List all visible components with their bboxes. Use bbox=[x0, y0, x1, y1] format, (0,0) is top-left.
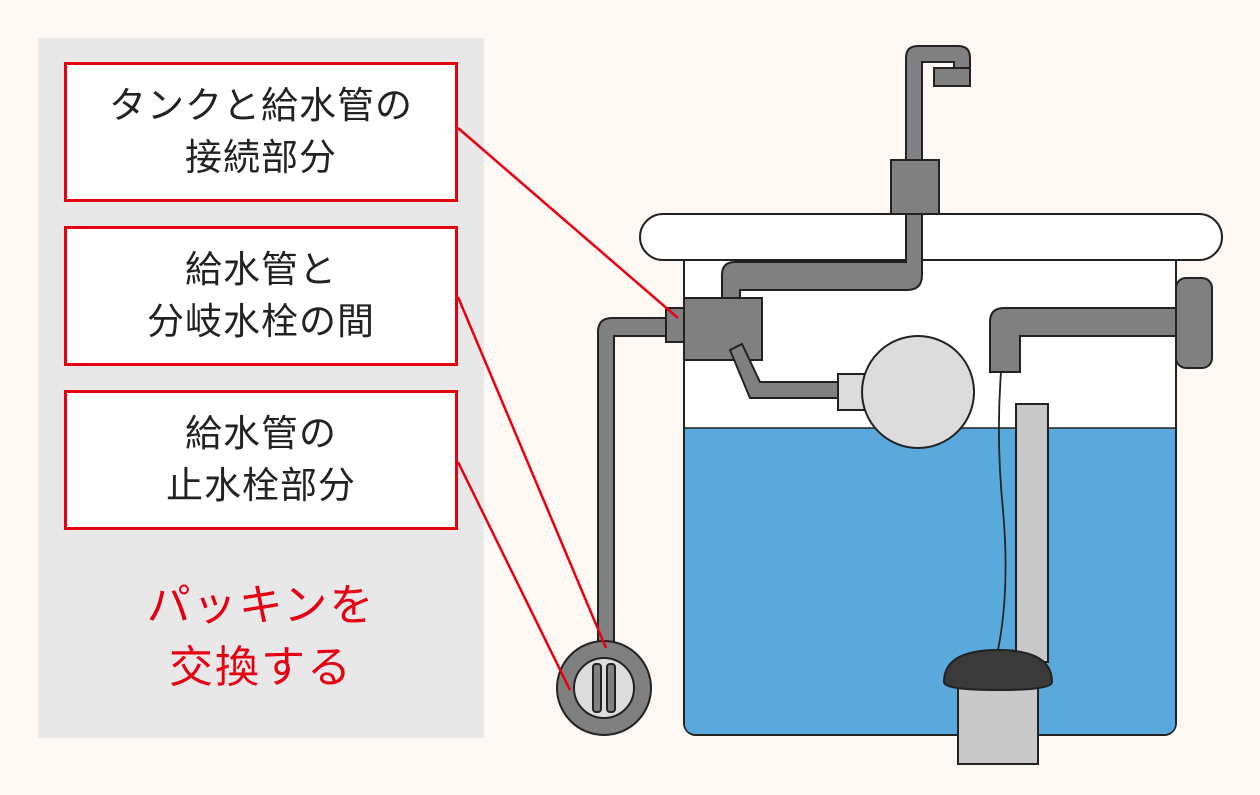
tank-water bbox=[685, 428, 1175, 734]
ball-tap-valve bbox=[683, 297, 763, 361]
flush-valve-seat bbox=[957, 681, 1039, 765]
label-tank-connection: タンクと給水管の 接続部分 bbox=[64, 62, 458, 202]
label-branch-faucet: 給水管と 分岐水栓の間 bbox=[64, 226, 458, 366]
label-stop-valve-line2: 止水栓部分 bbox=[166, 464, 356, 507]
leader-line-stop-valve bbox=[456, 461, 572, 691]
tank-lid bbox=[639, 213, 1223, 261]
overflow-tube bbox=[1015, 403, 1049, 663]
label-tank-connection-line2: 接続部分 bbox=[185, 136, 337, 179]
faucet-spout bbox=[905, 45, 971, 161]
stop-valve-inner bbox=[573, 657, 635, 719]
faucet-spout-tip bbox=[933, 67, 971, 87]
supply-pipe bbox=[597, 317, 667, 653]
faucet-base bbox=[890, 159, 940, 215]
label-tank-connection-line1: タンクと給水管の bbox=[109, 84, 413, 127]
flapper-chain bbox=[997, 371, 1007, 651]
callout-replace-packing: パッキンを 交換する bbox=[64, 572, 458, 702]
callout-line1: パッキンを bbox=[146, 580, 376, 631]
lever-handle bbox=[1175, 277, 1213, 369]
label-stop-valve: 給水管の 止水栓部分 bbox=[64, 390, 458, 530]
label-branch-faucet-line2: 分岐水栓の間 bbox=[147, 300, 375, 343]
label-branch-faucet-line1: 給水管と bbox=[185, 248, 337, 291]
label-stop-valve-line1: 給水管の bbox=[185, 412, 337, 455]
leader-line-tank-connection bbox=[457, 127, 679, 319]
lever-pipe bbox=[989, 307, 1181, 373]
leader-line-branch-faucet bbox=[456, 296, 608, 649]
flapper bbox=[942, 648, 1054, 692]
callout-line2: 交換する bbox=[169, 642, 353, 693]
float-ball bbox=[861, 335, 975, 449]
